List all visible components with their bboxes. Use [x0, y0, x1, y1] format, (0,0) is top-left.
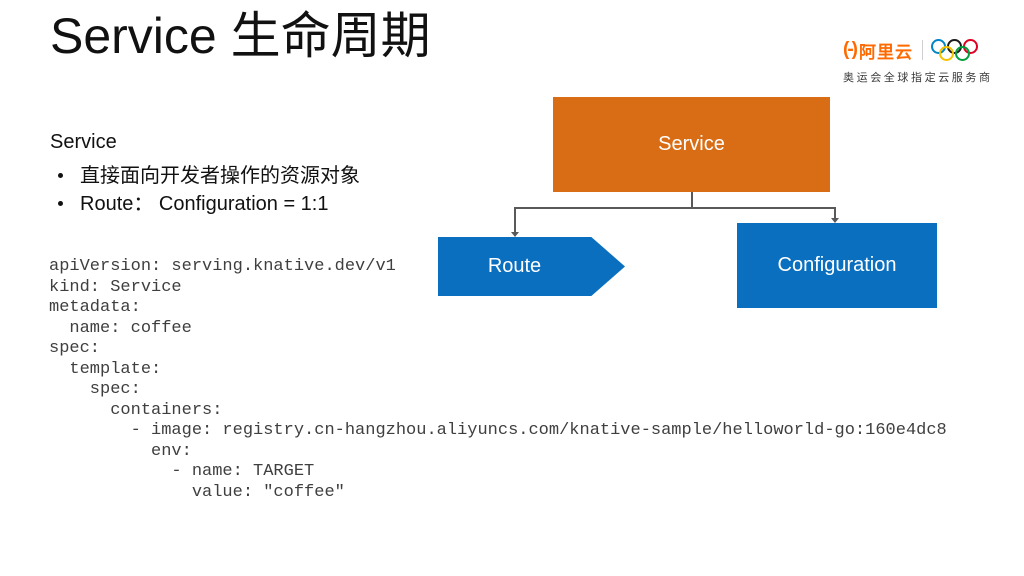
olympic-rings-icon [930, 39, 980, 61]
diagram-route-arrow: Route [438, 237, 625, 296]
diagram-service-box: Service [553, 97, 830, 192]
connector-vertical-to-route [514, 207, 516, 232]
logo-row: (-) 阿里云 [843, 36, 1005, 64]
yaml-code-block: apiVersion: serving.knative.dev/v1 kind:… [49, 257, 947, 502]
content-heading: Service [50, 131, 117, 153]
diagram-configuration-box: Configuration [737, 223, 937, 308]
logo-subtitle: 奥运会全球指定云服务商 [843, 72, 993, 84]
page-title: Service 生命周期 [50, 8, 431, 64]
arrowhead-to-route-icon [511, 232, 519, 237]
bullet-text: 直接面向开发者操作的资源对象 [80, 164, 360, 187]
alibaba-cloud-brand-text: 阿里云 [858, 42, 913, 62]
connector-vertical-to-configuration [834, 207, 836, 218]
logo-divider [921, 40, 923, 60]
bullet-item: Route： Configuration = 1:1 [50, 187, 360, 215]
bullet-item: 直接面向开发者操作的资源对象 [50, 159, 360, 187]
service-box-label: Service [658, 133, 725, 155]
bullet-dot-icon [58, 200, 63, 206]
olympic-ring-green [954, 46, 970, 61]
arrowhead-to-configuration-icon [831, 218, 839, 223]
connector-horizontal [514, 207, 835, 209]
bullet-dot-icon [58, 172, 63, 178]
route-label: Route [487, 255, 542, 277]
bullet-text: Route： Configuration = 1:1 [80, 192, 329, 215]
content-block: Service 直接面向开发者操作的资源对象 Route： Configurat… [50, 131, 360, 215]
olympic-ring-yellow [938, 46, 954, 61]
alibaba-cloud-logo: (-) 阿里云 奥运会全球指定云服务商 [843, 36, 1005, 85]
alibaba-cloud-bracket-icon: (-) [843, 39, 858, 60]
configuration-label: Configuration [777, 254, 897, 276]
connector-vertical-from-service [691, 192, 693, 208]
